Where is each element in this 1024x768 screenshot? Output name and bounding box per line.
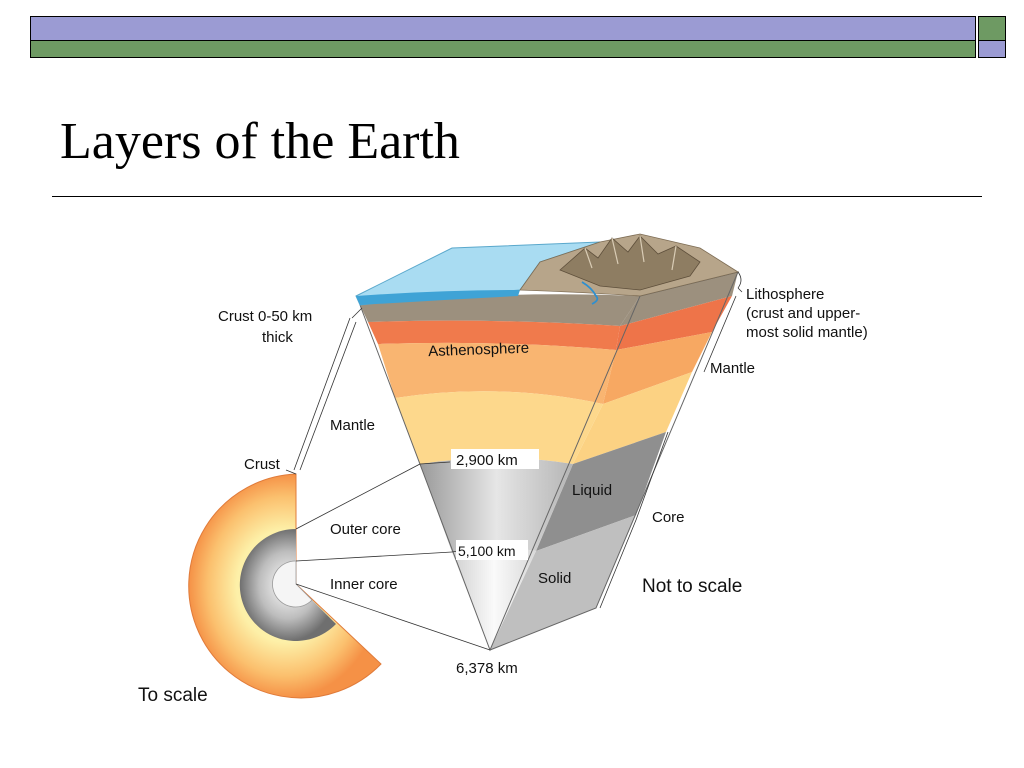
- top-bar-green: [30, 41, 976, 58]
- wedge-front-face: [359, 294, 641, 652]
- side-outer-core: [536, 432, 666, 551]
- leader-2900: [419, 461, 451, 465]
- front-lower-mantle: [395, 391, 603, 464]
- label-lithosphere-3: most solid mantle): [746, 324, 868, 341]
- label-mantle-right: Mantle: [710, 360, 755, 377]
- label-crust-thick: Crust 0-50 km: [218, 308, 312, 325]
- front-upper-mantle: [378, 342, 616, 404]
- bracket-crust-left-2: [293, 317, 351, 471]
- label-solid: Solid: [538, 570, 571, 587]
- leader-core-center: [295, 583, 491, 651]
- side-asthenosphere: [616, 296, 732, 350]
- label-depth-6378: 6,378 km: [456, 660, 518, 677]
- label-depth-2900: 2,900 km: [456, 452, 518, 469]
- to-scale-earth: [188, 473, 382, 699]
- label-crust-left: Crust: [244, 456, 281, 473]
- label-core-right: Core: [652, 509, 685, 526]
- label-asthenosphere: Asthenosphere: [428, 340, 529, 361]
- bracket-crust-left: [299, 321, 357, 471]
- label-to-scale: To scale: [138, 685, 208, 706]
- top-square-purple: [978, 41, 1006, 58]
- side-inner-core: [490, 515, 636, 650]
- label-not-to-scale: Not to scale: [642, 576, 742, 597]
- top-bar-purple: [30, 16, 976, 41]
- wedge-side-face: [489, 271, 739, 651]
- mountain-highlights: [584, 235, 677, 271]
- wedge-top-surface: [355, 233, 740, 306]
- label-mantle-left: Mantle: [330, 417, 375, 434]
- side-upper-mantle: [603, 332, 712, 404]
- diagram-labels: Crust 0-50 km thick Asthenosphere Mantle…: [138, 286, 868, 706]
- front-outer-core: [420, 458, 573, 552]
- leader-outer-top: [295, 463, 421, 530]
- label-bg-5100: [456, 540, 528, 560]
- small-earth-inner-core: [272, 560, 313, 608]
- bracket-mantle-right: [703, 295, 737, 373]
- label-bg-2900: [451, 449, 539, 469]
- ocean-edge: [356, 290, 520, 305]
- leader-crust-small: [285, 469, 297, 475]
- leader-crust-thick: [351, 307, 363, 319]
- label-depth-5100: 5,100 km: [458, 543, 516, 559]
- side-crust: [620, 272, 738, 326]
- label-crust-thick-2: thick: [262, 329, 293, 346]
- title-underline: [52, 196, 982, 197]
- leader-inner-top: [295, 551, 453, 562]
- leader-lines: [285, 271, 743, 651]
- label-liquid: Liquid: [572, 482, 612, 499]
- top-square-green: [978, 16, 1006, 41]
- river: [581, 281, 599, 305]
- label-outer-core: Outer core: [330, 521, 401, 538]
- label-inner-core: Inner core: [330, 576, 398, 593]
- top-decorative-bars: [30, 16, 1006, 58]
- mountains: [559, 235, 701, 291]
- front-inner-core: [452, 548, 536, 650]
- side-lower-mantle: [573, 372, 692, 464]
- bracket-lithosphere: [737, 271, 743, 293]
- front-crust: [360, 294, 640, 326]
- label-lithosphere: Lithosphere: [746, 286, 824, 303]
- front-asthenosphere: [368, 320, 620, 350]
- label-lithosphere-2: (crust and upper-: [746, 305, 860, 322]
- slide-title: Layers of the Earth: [60, 113, 460, 170]
- bracket-core-right: [599, 431, 669, 609]
